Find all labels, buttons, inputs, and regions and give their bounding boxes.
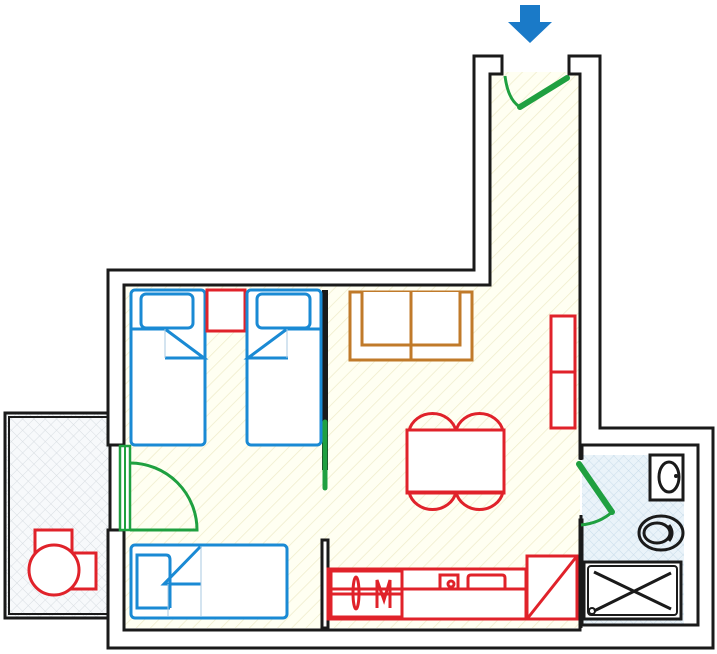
sofa (348, 290, 474, 362)
fridge (525, 554, 579, 621)
nightstand (205, 288, 247, 333)
sink-basin (466, 573, 507, 589)
toilet (637, 514, 685, 552)
bathroom-door[interactable] (576, 461, 615, 527)
bed-3 (129, 543, 289, 620)
balcony-table-chairs (27, 528, 98, 597)
arrow-down-icon (508, 5, 552, 43)
washbasin (648, 453, 685, 502)
bed-1 (129, 288, 209, 447)
entry-door[interactable] (503, 75, 570, 110)
kitchen-counter (326, 567, 528, 621)
shower-tray (582, 560, 683, 621)
hob-burner-icon (351, 575, 361, 611)
bed-2 (243, 288, 323, 447)
wall-cabinet (549, 314, 577, 430)
hob-burner-icon (375, 579, 392, 608)
dining-table (405, 412, 506, 511)
bedroom-balcony-door[interactable] (118, 444, 199, 532)
partition-wall-upper (322, 290, 328, 470)
